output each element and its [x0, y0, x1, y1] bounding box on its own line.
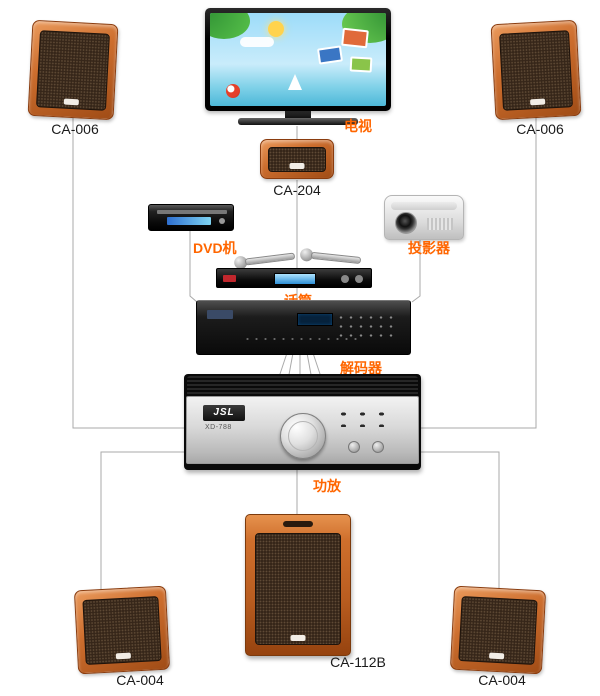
decoder-button-row — [243, 335, 363, 343]
amplifier-small-knob-1 — [348, 441, 360, 453]
top-right-speaker — [490, 19, 582, 121]
decoder-label: 解码器 — [340, 360, 382, 376]
microphone-receiver-logo — [223, 275, 236, 282]
connection-top-left-speaker-amp — [72, 118, 186, 429]
tv-art-photo-3 — [349, 56, 373, 73]
top-left-speaker-grille — [36, 30, 110, 111]
projector — [384, 195, 464, 240]
tv-art-photo-1 — [341, 27, 369, 49]
top-right-speaker-grille — [499, 30, 573, 111]
top-right-speaker-model: CA-006 — [516, 121, 564, 137]
microphone-2-body — [310, 251, 362, 265]
microphone-receiver-display — [274, 273, 316, 285]
tv-art-cloud — [240, 37, 274, 47]
dvd-player — [148, 204, 234, 231]
microphone-receiver-knob-2 — [341, 275, 349, 283]
tv-art-palm-left — [210, 13, 250, 39]
top-left-speaker — [27, 19, 119, 121]
subwoofer-logo — [290, 635, 306, 641]
tv-art-sun — [268, 21, 284, 37]
dvd-power-button — [219, 218, 225, 224]
connection-dvd-decoder — [189, 231, 198, 303]
center-speaker-logo — [289, 163, 305, 169]
center-speaker-model: CA-204 — [273, 182, 321, 198]
amplifier-vent — [187, 376, 418, 396]
amplifier: JSL XD-788 — [184, 374, 421, 470]
dvd-display — [167, 217, 211, 225]
amplifier-small-knob-2 — [372, 441, 384, 453]
projector-lens — [395, 212, 417, 234]
center-speaker — [260, 139, 334, 179]
amplifier-button-grid — [332, 407, 388, 427]
amplifier-brand-badge: JSL — [203, 405, 245, 421]
microphone-receiver — [216, 268, 372, 288]
decoder-logo — [207, 310, 233, 319]
projector-vent — [427, 218, 453, 230]
bottom-left-speaker-grille — [82, 596, 162, 665]
tv-stand-neck — [285, 111, 311, 118]
decoder — [196, 300, 411, 355]
microphone-system — [216, 247, 372, 288]
projector-label: 投影器 — [408, 240, 450, 256]
top-left-speaker-model: CA-006 — [51, 121, 99, 137]
bottom-right-speaker-model: CA-004 — [478, 672, 526, 688]
bottom-left-speaker-logo — [115, 652, 132, 660]
subwoofer-grille — [255, 533, 341, 645]
amplifier-label: 功放 — [313, 478, 341, 494]
decoder-button-grid — [336, 313, 398, 339]
amplifier-front-panel: JSL XD-788 — [186, 396, 419, 464]
tv-stand-base — [238, 118, 358, 125]
tv — [205, 8, 391, 125]
subwoofer-handle — [283, 521, 313, 527]
bottom-left-speaker — [73, 585, 171, 675]
tv-art-photo-2 — [317, 45, 343, 65]
microphone-receiver-knob-1 — [355, 275, 363, 283]
amplifier-volume-knob — [279, 413, 326, 459]
bottom-left-speaker-model: CA-004 — [116, 672, 164, 688]
amplifier-model-text: XD-788 — [205, 424, 232, 431]
bottom-right-speaker — [449, 585, 547, 675]
microphone-1-body — [244, 252, 296, 266]
subwoofer — [245, 514, 351, 656]
tv-screen — [210, 13, 386, 106]
subwoofer-model: CA-112B — [330, 654, 386, 670]
tv-label: 电视 — [344, 118, 372, 134]
wireless-microphone-2 — [299, 247, 364, 268]
connection-amp-bottom-right-speaker — [420, 451, 500, 590]
decoder-display — [297, 313, 333, 326]
tv-art-beach-ball — [226, 84, 240, 98]
connection-projector-decoder — [411, 240, 421, 303]
bottom-right-speaker-logo — [488, 652, 505, 660]
dvd-tray — [157, 210, 227, 214]
connection-top-right-speaker-amp — [420, 118, 537, 429]
tv-bezel — [205, 8, 391, 111]
top-left-speaker-logo — [63, 98, 79, 106]
top-right-speaker-logo — [530, 98, 546, 106]
wireless-microphone-1 — [233, 249, 298, 270]
center-speaker-grille — [268, 147, 326, 172]
connection-amp-bottom-left-speaker — [100, 451, 186, 590]
tv-art-sailboat — [288, 74, 302, 90]
dvd-label: DVD机 — [193, 240, 237, 256]
projector-top-ridge — [391, 202, 457, 210]
bottom-right-speaker-grille — [458, 596, 538, 665]
